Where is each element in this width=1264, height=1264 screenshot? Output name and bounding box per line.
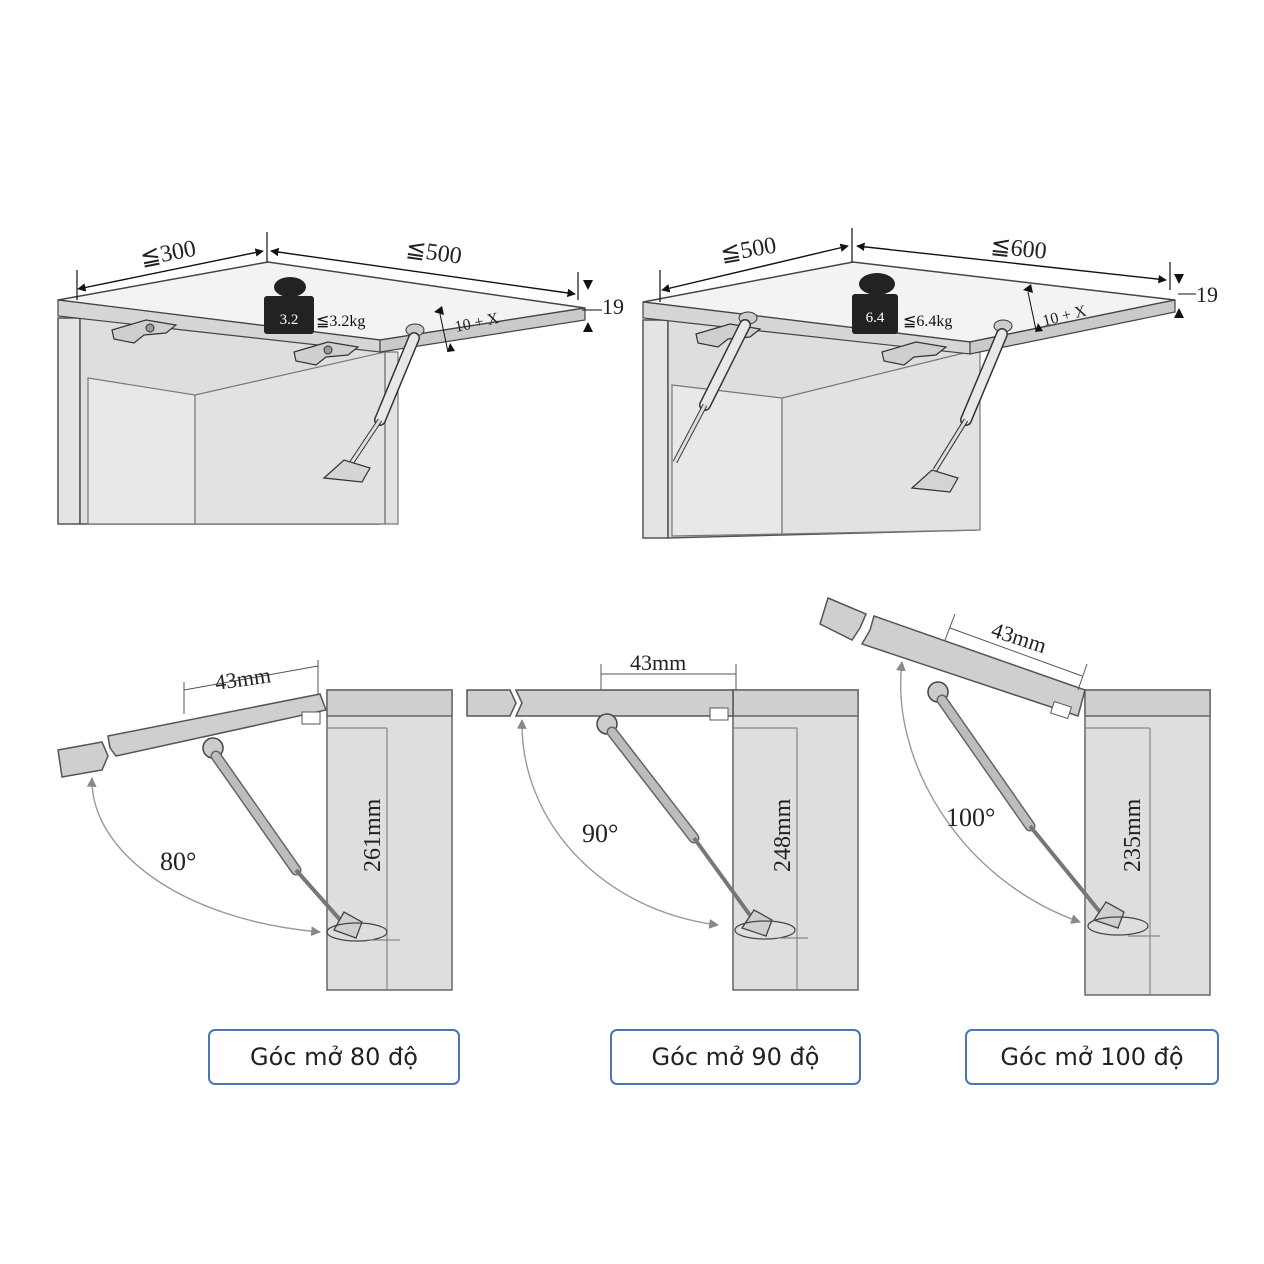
width-label: ≦600	[989, 233, 1048, 265]
offset-arrow	[447, 343, 455, 352]
gas-strut	[910, 319, 1013, 493]
arm-length-label: 43mm	[213, 662, 272, 695]
door-panel	[107, 693, 328, 757]
cabinet-left-wall	[87, 377, 196, 525]
cabinet-top-panel	[326, 689, 453, 717]
width-dimension-line	[856, 242, 1167, 284]
door-fragment	[466, 689, 517, 717]
depth-dimension-line	[661, 243, 849, 293]
width-label: ≦500	[404, 236, 463, 270]
strut-mount	[1092, 901, 1125, 929]
hinge	[881, 341, 948, 366]
offset-dimension-line	[439, 313, 449, 353]
door-fragment	[57, 741, 109, 778]
dimension-tick	[944, 613, 956, 641]
door-catch	[301, 711, 321, 725]
door-panel	[860, 615, 1086, 717]
angle-label: 100°	[946, 803, 995, 832]
hinge	[293, 341, 360, 366]
caption-90-text: Góc mở 90 độ	[651, 1043, 820, 1071]
strut-cylinder-fill	[212, 752, 300, 874]
door-fragment	[819, 596, 867, 641]
angle-label: 90°	[582, 819, 618, 848]
cabinet-left-wall	[671, 384, 783, 537]
angle-arc	[896, 661, 1081, 924]
thickness-label: 19	[1196, 282, 1218, 307]
arm-length-label: 43mm	[988, 617, 1049, 658]
cabinet-illustration-small: 3.2 ≦3.2kg ≦300 ≦500 19 10 + X	[57, 232, 624, 525]
thickness-arrow	[583, 322, 593, 332]
gas-strut	[322, 323, 425, 483]
arm-dimension-line	[183, 665, 319, 691]
thickness-label: 19	[602, 294, 624, 319]
cabinet-illustration-large: 6.4 ≦6.4kg ≦500 ≦600 19 10 + X	[642, 228, 1218, 539]
depth-label: ≦500	[719, 233, 779, 268]
mount-plate	[1087, 916, 1149, 936]
thickness-arrow	[1174, 274, 1184, 284]
dimension-tick	[1077, 663, 1088, 691]
gas-strut	[672, 311, 758, 464]
cabinet-side-panel	[1084, 689, 1211, 996]
thickness-arrow	[583, 280, 593, 290]
mount-plate	[326, 922, 388, 942]
arm-dimension-line	[949, 627, 1083, 677]
cabinet-top-panel	[732, 689, 859, 717]
height-label: 235mm	[1120, 798, 1146, 872]
door-catch	[709, 707, 729, 721]
cabinet-side	[57, 317, 81, 525]
angle-label: 80°	[160, 847, 196, 876]
offset-arrow	[1035, 323, 1043, 332]
cabinet-side	[642, 319, 669, 539]
weight-limit-label: ≦6.4kg	[903, 313, 952, 330]
caption-100-degrees: Góc mở 100 độ	[965, 1029, 1219, 1085]
door-panel	[514, 689, 734, 717]
weight-limit-label: ≦3.2kg	[316, 313, 365, 330]
cabinet-top-panel	[1084, 689, 1211, 717]
weight-block-label: 6.4	[866, 310, 885, 326]
cabinet-side-panel	[732, 689, 859, 991]
strut-mount	[740, 909, 773, 937]
strut-mount	[333, 911, 363, 939]
caption-80-text: Góc mở 80 độ	[250, 1043, 418, 1071]
strut-cylinder-fill	[608, 728, 698, 842]
offset-dimension-line	[1027, 291, 1037, 331]
angle-arc	[86, 777, 321, 937]
opening-diagram-80: 80° 43mm 261mm	[57, 660, 453, 991]
caption-90-degrees: Góc mở 90 độ	[610, 1029, 861, 1085]
weight-block-label: 3.2	[280, 312, 299, 328]
thickness-arrow	[1174, 308, 1184, 318]
opening-diagram-90: 90° 43mm 248mm	[466, 650, 859, 991]
angle-arc	[516, 719, 719, 929]
height-label: 261mm	[360, 798, 386, 872]
offset-arrow	[434, 306, 444, 315]
mount-plate	[734, 920, 796, 940]
caption-80-degrees: Góc mở 80 độ	[208, 1029, 460, 1085]
depth-dimension-line	[77, 248, 264, 292]
opening-diagram-100: 100° 43mm 235mm	[819, 596, 1211, 996]
offset-arrow	[1023, 284, 1033, 293]
cabinet-side-panel	[326, 689, 453, 991]
lid-side-edge	[969, 299, 1176, 355]
lid-side-edge	[379, 307, 586, 353]
hinge	[111, 319, 178, 344]
caption-100-text: Góc mở 100 độ	[1000, 1043, 1184, 1071]
arm-length-label: 43mm	[630, 650, 686, 675]
width-dimension-line	[270, 247, 576, 298]
height-label: 248mm	[770, 798, 796, 872]
